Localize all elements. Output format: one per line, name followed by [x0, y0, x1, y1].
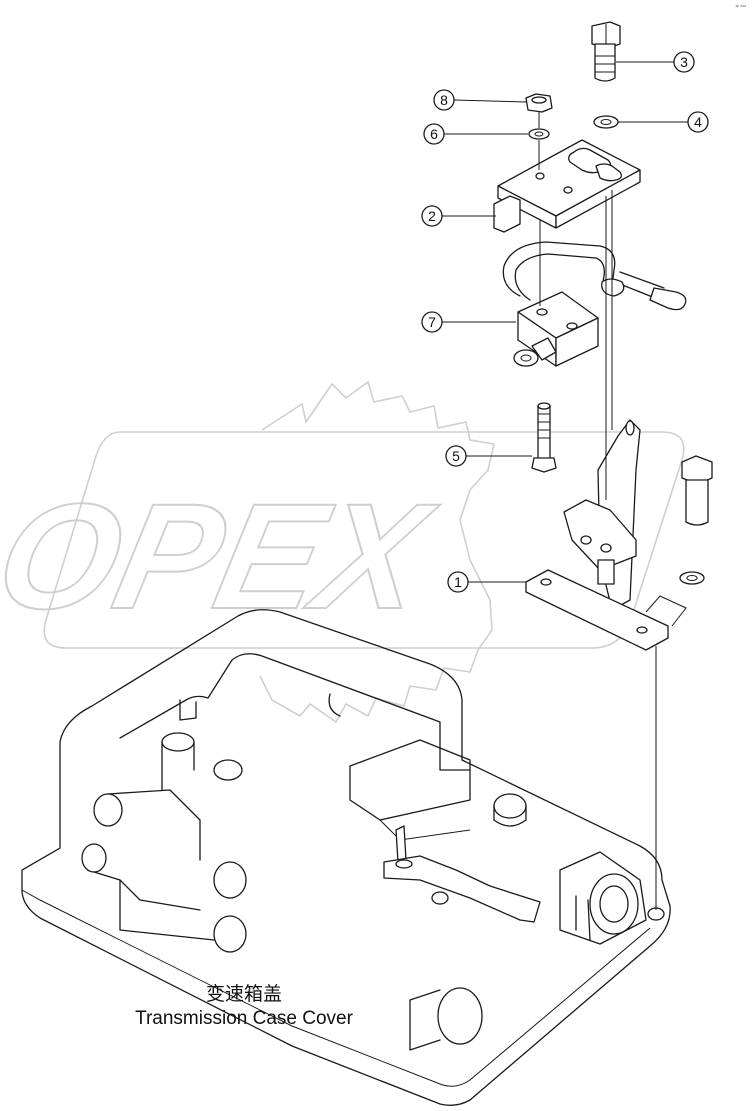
extra-washer	[679, 571, 705, 585]
washer-part-4	[593, 115, 619, 129]
svg-text:7: 7	[428, 314, 436, 330]
caption-chinese: 变速箱盖	[206, 983, 282, 1005]
bracket-part-1	[525, 419, 687, 651]
callout-5: 5	[445, 445, 532, 467]
watermark-text: OPEX	[0, 474, 447, 641]
svg-text:4: 4	[694, 114, 702, 130]
callout-3: 3	[616, 51, 695, 73]
transmission-case-cover	[21, 609, 671, 1106]
nut-part-8	[525, 93, 553, 113]
switch-cable	[502, 241, 687, 311]
caption-english: Transmission Case Cover	[135, 1008, 354, 1029]
svg-text:1: 1	[454, 574, 462, 590]
watermark: OPEX	[0, 380, 685, 724]
svg-text:3: 3	[680, 54, 688, 70]
callout-6: 6	[423, 123, 528, 145]
callout-4: 4	[618, 111, 709, 133]
switch-part-7	[513, 291, 599, 367]
callout-7: 7	[421, 311, 516, 333]
svg-text:8: 8	[440, 92, 448, 108]
assembly-guide-lines	[538, 112, 657, 910]
callout-8: 8	[433, 89, 527, 111]
watermark-gear	[259, 380, 495, 724]
screw-part-5	[531, 402, 557, 473]
callout-1: 1	[447, 571, 526, 593]
spring-washer-part-6	[528, 128, 550, 140]
svg-text:5: 5	[452, 448, 460, 464]
bolt-part-3	[591, 21, 621, 82]
callout-2: 2	[421, 205, 496, 227]
watermark-logo-border	[43, 431, 685, 649]
extra-bolt	[681, 455, 713, 526]
svg-text:2: 2	[428, 208, 436, 224]
mounting-plate-part-2	[493, 139, 641, 233]
corner-mark: ᵃᵖ ᵏᵃᵃ	[735, 4, 746, 10]
svg-text:6: 6	[430, 126, 438, 142]
